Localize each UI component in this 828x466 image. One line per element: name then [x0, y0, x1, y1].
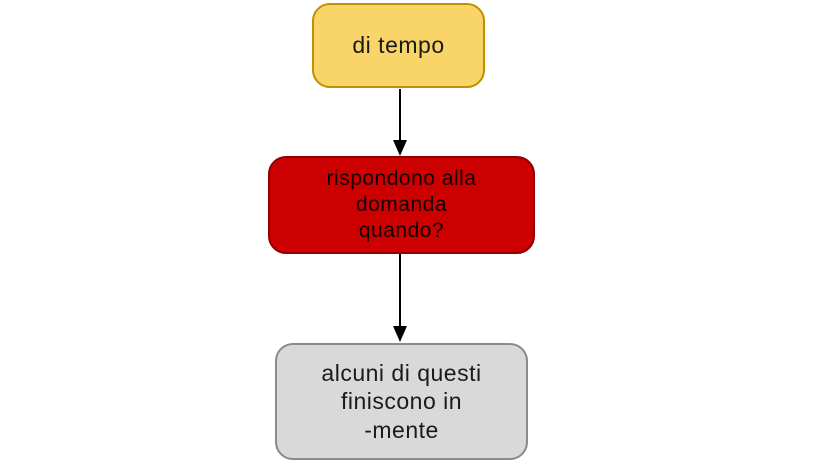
arrow-top-to-middle-icon [393, 89, 407, 156]
flowchart-node-alcuni-di-questi-finiscono-in-mente: alcuni di questi finiscono in -mente [275, 343, 528, 460]
flowchart-node-di-tempo: di tempo [312, 3, 485, 88]
flowchart-node-rispondono-alla-domanda-quando: rispondono alla domanda quando? [268, 156, 535, 254]
arrow-middle-to-bottom-icon [393, 254, 407, 342]
